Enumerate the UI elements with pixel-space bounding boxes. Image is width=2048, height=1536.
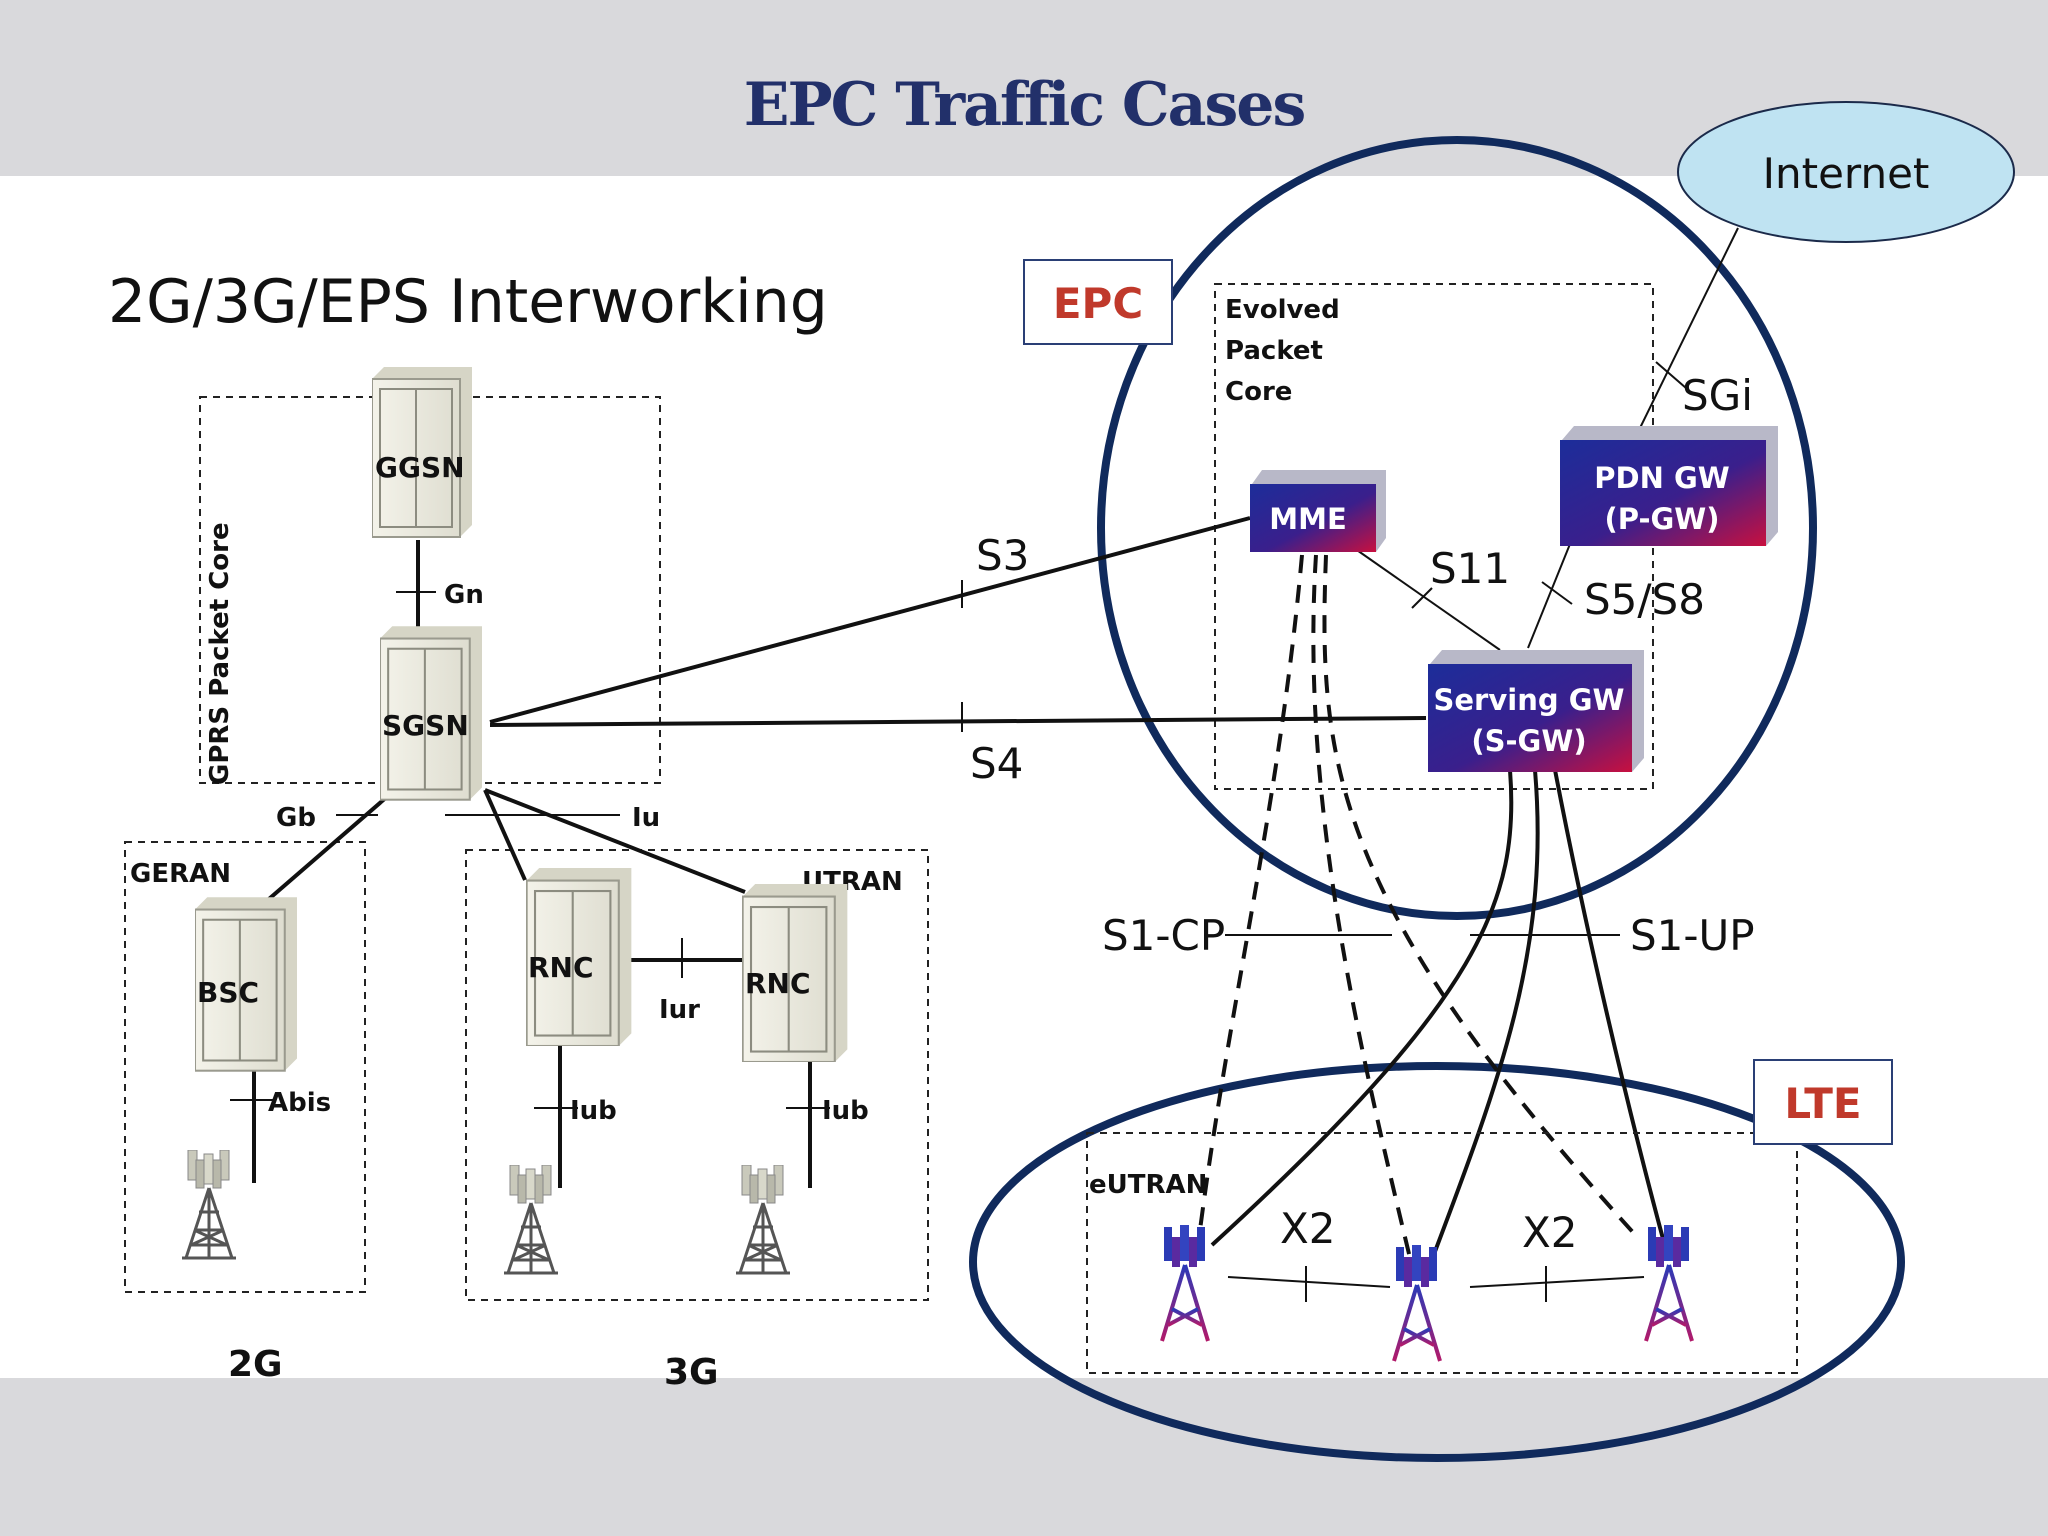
internet-label: Internet [1763,149,1930,198]
iu-label: Iu [632,803,660,833]
s3-label: S3 [976,531,1029,580]
eutran-label: eUTRAN [1089,1170,1207,1200]
sgsn-label: SGSN [382,709,469,742]
mme-node [1250,470,1386,552]
sgi-label: SGi [1682,371,1753,420]
s5s8-label: S5/S8 [1584,575,1705,624]
gb-link [260,781,405,907]
geran-label: GERAN [130,859,231,889]
gb-label: Gb [276,803,316,833]
sgi-link [1639,227,1739,429]
core-label-line3: Core [1225,377,1292,407]
s1up-link-1 [1210,769,1514,1247]
epc-badge [1023,259,1173,345]
geran-box [124,841,366,1293]
enodeb-tower-icon-middle [1388,1245,1446,1363]
bts-tower-icon [180,1150,238,1260]
x2-link-right [1469,1276,1645,1288]
epc-circle [1097,136,1817,920]
page-subtitle: 2G/3G/EPS Interworking [108,267,828,337]
footer-band [0,1378,2048,1536]
utran-box [465,849,929,1301]
ggsn-label: GGSN [375,451,465,484]
mme-label: MME [1269,502,1347,536]
lte-badge-label: LTE [1784,1079,1861,1128]
s1up-label: S1-UP [1630,911,1755,960]
enodeb-tower-icon-right [1640,1225,1698,1343]
core-label-line2: Packet [1225,336,1323,366]
lte-ellipse [969,1062,1905,1462]
s5s8-link [1527,543,1571,649]
nodeb-tower-icon-left [502,1165,560,1275]
s4-link [489,716,1427,727]
enodeb-tower-icon-left [1156,1225,1214,1343]
s1up-link-3 [1553,769,1668,1251]
s1cp-link-1 [1198,554,1304,1231]
x2-label-right: X2 [1522,1208,1578,1257]
gprs-core-label: GPRS Packet Core [205,522,235,785]
caption-3g: 3G [664,1352,719,1393]
core-label-line1: Evolved [1225,295,1340,325]
rnc-label-right: RNC [745,967,811,1000]
abis-label: Abis [268,1088,331,1118]
iub-label-right: Iub [822,1096,869,1126]
nodeb-tower-icon-right [734,1165,792,1275]
sgw-label-line1: Serving GW [1434,683,1625,717]
x2-label-left: X2 [1280,1204,1336,1253]
x2-link-left [1227,1276,1391,1288]
s1up-link-2 [1426,769,1540,1271]
caption-2g: 2G [228,1344,283,1385]
iur-label: Iur [659,995,700,1025]
iub-label-left: Iub [570,1096,617,1126]
lte-badge [1753,1059,1893,1145]
s4-label: S4 [970,739,1023,788]
s1cp-link-3 [1322,554,1642,1242]
gprs-core-box [199,396,661,784]
sgw-node [1428,650,1644,772]
s3-link [489,516,1251,724]
sgw-label-line2: (S-GW) [1471,724,1586,758]
s11-link [1353,547,1501,651]
s1cp-link-2 [1311,554,1412,1259]
bsc-label: BSC [197,976,259,1009]
pgw-label-line1: PDN GW [1594,461,1729,495]
eutran-box [1086,1132,1798,1374]
pgw-label-line2: (P-GW) [1604,502,1719,536]
s1cp-label: S1-CP [1102,911,1225,960]
epc-badge-label: EPC [1053,279,1143,328]
gn-label: Gn [444,580,484,610]
pgw-node [1560,426,1778,546]
internet-cloud [1677,101,2015,243]
page-title: EPC Traffic Cases [744,70,1305,140]
iu-link-left [483,789,527,881]
rnc-label-left: RNC [528,951,594,984]
iu-link-right [484,788,746,894]
s11-label: S11 [1430,544,1510,593]
